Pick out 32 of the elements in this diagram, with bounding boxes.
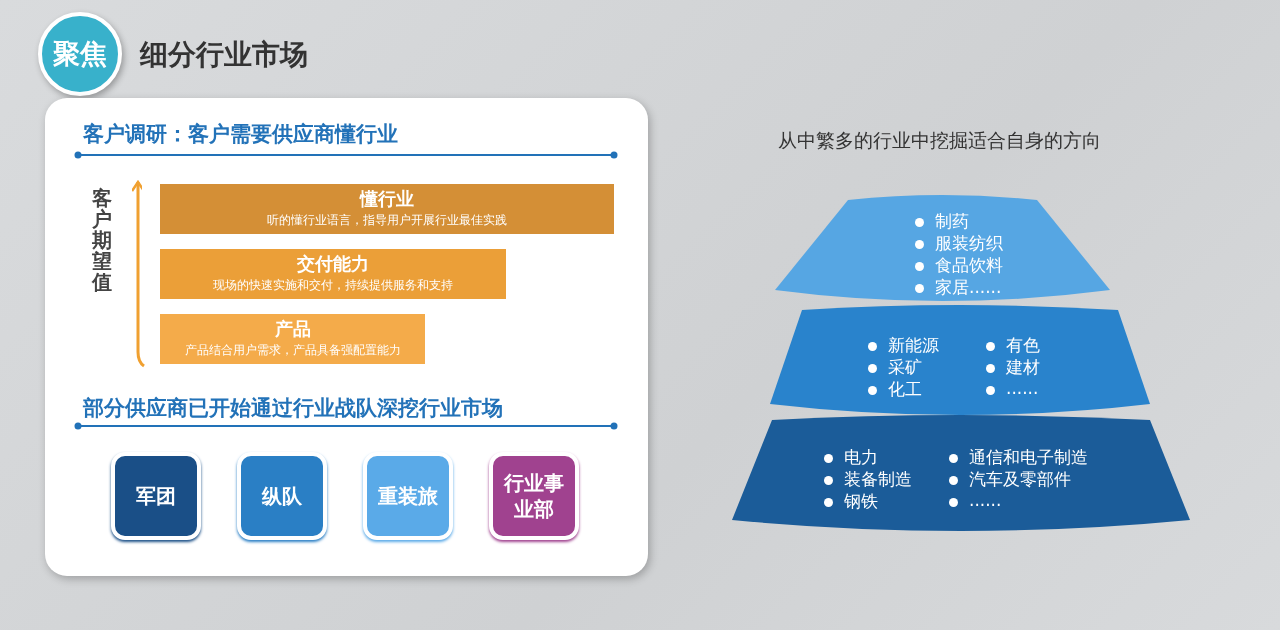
list-item: ...... [1006, 378, 1039, 398]
list-item: 汽车及零部件 [969, 468, 1071, 491]
bar-description: 听的懂行业语言，指导用户开展行业最佳实践 [266, 213, 508, 228]
list-item: 装备制造 [844, 468, 912, 491]
list-item: 服装纺织 [935, 232, 1003, 255]
list-item: 钢铁 [844, 490, 878, 513]
list-item: 电力 [844, 446, 878, 469]
list-item: 采矿 [888, 356, 922, 379]
card-background [45, 98, 648, 576]
level-bar [160, 314, 425, 364]
list-item: 新能源 [888, 334, 939, 357]
badge-circle: 聚焦 [38, 12, 122, 96]
list-item: 通信和电子制造 [969, 446, 1088, 469]
list-item: 化工 [888, 378, 922, 401]
list-item: 家居...... [935, 276, 1002, 299]
bar-description: 现场的快速实施和交付，持续提供服务和支持 [212, 278, 454, 293]
section-heading: 客户调研：客户需要供应商懂行业 [83, 121, 398, 148]
subtitle: 从中繁多的行业中挖掘适合自身的方向 [778, 128, 1101, 153]
axis-label: 客户期望值 [92, 188, 113, 293]
bar-title: 懂行业 [358, 187, 415, 211]
list-item: 建材 [1006, 356, 1040, 379]
list-item: 有色 [1006, 334, 1040, 357]
bar-title: 交付能力 [296, 252, 370, 276]
list-item: 制药 [935, 210, 969, 233]
bar-title: 产品 [273, 317, 312, 341]
list-item: 食品饮料 [935, 254, 1003, 277]
level-bar [160, 249, 506, 299]
list-item: ...... [969, 490, 1002, 510]
page-title: 细分行业市场 [140, 37, 308, 73]
bar-description: 产品结合用户需求，产品具备强配置能力 [183, 343, 402, 358]
section-heading: 部分供应商已开始通过行业战队深挖行业市场 [83, 395, 503, 422]
level-bar [160, 184, 614, 234]
